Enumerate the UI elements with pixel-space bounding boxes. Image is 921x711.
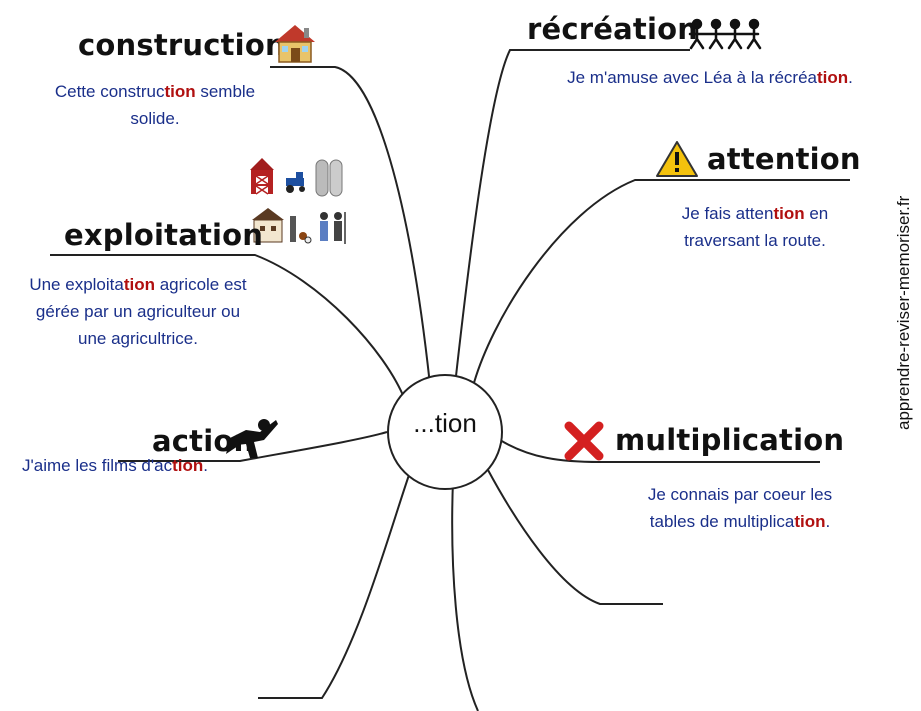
sentence-line: tables de multiplication. [600,508,880,535]
superhero-icon [224,416,280,465]
branch-empty-lower-left [258,471,411,699]
tion-highlight: tion [172,456,204,475]
branch-multiplication [499,439,820,463]
tion-highlight: tion [164,82,196,101]
label-construction: construction [78,28,286,62]
sentence-line: une agricultrice. [0,325,276,352]
sentence-text: en [804,204,829,223]
children-holding-hands-icon [688,18,762,55]
sentence-text: agricole est [155,275,247,294]
sentence-line: gérée par un agriculteur ou [0,298,276,325]
sentence-line: J'aime les films d'action. [22,452,322,479]
sentence-text: semble [195,82,256,101]
sentence-line: Une exploitation agricole est [0,271,276,298]
sentence-line: Je m'amuse avec Léa à la récréation. [520,64,900,91]
branch-construction [270,66,431,386]
branch-action [118,431,388,462]
sentence-line: traversant la route. [650,227,860,254]
farm-icon [248,156,348,257]
branch-exploitation [50,254,406,401]
sentence-text: gérée par un agriculteur ou [35,302,241,321]
sentence-text: tables de multiplica [649,512,795,531]
sentence-text: J'aime les films d'ac [22,456,173,475]
sentence-text: Une exploita [29,275,124,294]
center-node [387,374,503,490]
warning-sign-icon [655,140,699,183]
label-attention: attention [707,142,861,176]
branch-attention [471,179,850,391]
sentence-text: . [825,512,831,531]
sentence-line: Je fais attention en [650,200,860,227]
sentence-text: . [203,456,208,475]
sentence-text: Cette construc [54,82,165,101]
tion-highlight: tion [816,68,849,87]
sentence-construction: Cette construction semble solide. [0,78,310,132]
sentence-line: Cette construction semble [0,78,310,105]
sentence-action: J'aime les films d'action. [22,452,322,479]
tion-highlight: tion [794,512,826,531]
sentence-multiplication: Je connais par coeur les tables de multip… [600,481,880,535]
sentence-text: Je m'amuse avec Léa à la récréa [567,68,817,87]
branch-empty-lower-right [487,469,663,605]
branch-recreation [454,49,690,386]
label-multiplication: multiplication [615,423,845,457]
sentence-text: solide. [130,109,180,128]
center-label: ...tion [413,408,477,438]
sentence-text: . [848,68,853,87]
sentence-exploitation: Une exploitation agricole est gérée par u… [0,271,276,352]
house-icon [272,22,318,69]
branch-empty-bottom [451,479,479,711]
cross-mark-icon [563,420,605,467]
sentence-text: une agricultrice. [77,329,198,348]
sentence-text: Je fais atten [681,204,774,223]
watermark: apprendre-reviser-memoriser.fr [894,195,913,430]
sentence-recreation: Je m'amuse avec Léa à la récréation. [520,64,900,91]
label-exploitation: exploitation [64,218,264,252]
tion-highlight: tion [773,204,805,223]
tion-highlight: tion [123,275,155,294]
sentence-line: solide. [0,105,310,132]
sentence-line: Je connais par coeur les [600,481,880,508]
label-recreation: récréation [527,12,699,46]
sentence-attention: Je fais attention en traversant la route. [650,200,860,254]
sentence-text: Je connais par coeur les [647,485,833,504]
sentence-text: traversant la route. [684,231,826,250]
